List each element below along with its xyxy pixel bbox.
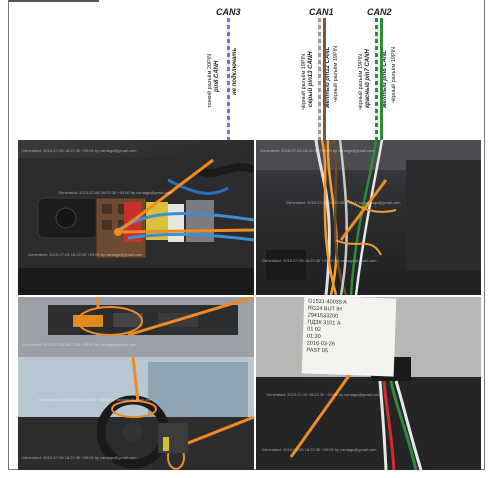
- can1-title: CAN1: [309, 7, 334, 17]
- watermark: Generated: 2015-07-06 18:22:30 +03:00 by…: [266, 392, 381, 397]
- watermark: Generated: 2015-07-06 18:22:30 +03:00 by…: [286, 200, 401, 205]
- part-label-code: R - 05 8235: [258, 376, 300, 385]
- can2-label-2: красный pin7 CANH: [365, 49, 371, 108]
- can2-wire-green: [380, 18, 383, 140]
- can3-label-2: pin8 CANH: [214, 60, 220, 92]
- photo-wire-bundle: Generated: 2015-07-06 18:22:30 +03:00 by…: [256, 140, 481, 295]
- watermark: Generated: 2015-07-06 18:22:30 +03:00 by…: [22, 148, 137, 153]
- watermark: Generated: 2015-07-06 18:22:30 +03:00 by…: [38, 397, 153, 402]
- watermark: Generated: 2015-07-06 18:22:30 +03:00 by…: [262, 258, 377, 263]
- can1-label-1: чёрный разъём 19PIN: [301, 53, 307, 110]
- watermark: Generated: 2015-07-06 18:22:30 +03:00 by…: [28, 252, 143, 257]
- part-label: G1531-40035 A RG24 BUT IH 2941533200 ПДЗ…: [301, 295, 397, 377]
- can2-label-1: чёрный разъём 19PIN: [358, 53, 364, 110]
- can1-wire-brown: [323, 18, 326, 140]
- can3-label-3: не подключать: [232, 47, 238, 95]
- can1-label-4: чёрный разъём 19PIN: [333, 45, 339, 102]
- can2-wire-striped: [375, 18, 378, 140]
- can2-title: CAN2: [367, 7, 392, 17]
- watermark: Generated: 2015-07-06 18:22:30 +03:00 by…: [58, 190, 173, 195]
- watermark: Generated: 2015-07-06 18:22:30 +03:00 by…: [22, 455, 137, 460]
- header-rule: [9, 0, 99, 2]
- watermark: Generated: 2015-07-06 18:22:30 +03:00 by…: [260, 148, 375, 153]
- can1-wire-grey: [318, 18, 321, 140]
- can1-label-2: серый pin13 CANH: [308, 51, 314, 107]
- wire-bundle-illustration: [256, 140, 481, 295]
- can3-title: CAN3: [216, 7, 241, 17]
- can3-label-1: тонкий разъём 20PIN: [207, 53, 213, 108]
- photo-connector-closeup: Generated: 2015-07-06 18:22:30 +03:00 by…: [256, 297, 481, 470]
- photo-truck-cabin: Generated: 2015-07-06 18:22:30 +03:00 by…: [18, 297, 254, 470]
- can3-wire: [227, 18, 230, 140]
- watermark: Generated: 2015-07-06 18:22:30 +03:00 by…: [22, 342, 137, 347]
- connector-illustration: [18, 158, 254, 295]
- cabin-illustration: [18, 297, 254, 470]
- can2-label-4: чёрный разъём 19PIN: [391, 46, 397, 103]
- watermark: Generated: 2015-07-06 18:22:30 +03:00 by…: [262, 447, 377, 452]
- photo-connector-block: Generated: 2015-07-06 18:22:30 +03:00 by…: [18, 140, 254, 295]
